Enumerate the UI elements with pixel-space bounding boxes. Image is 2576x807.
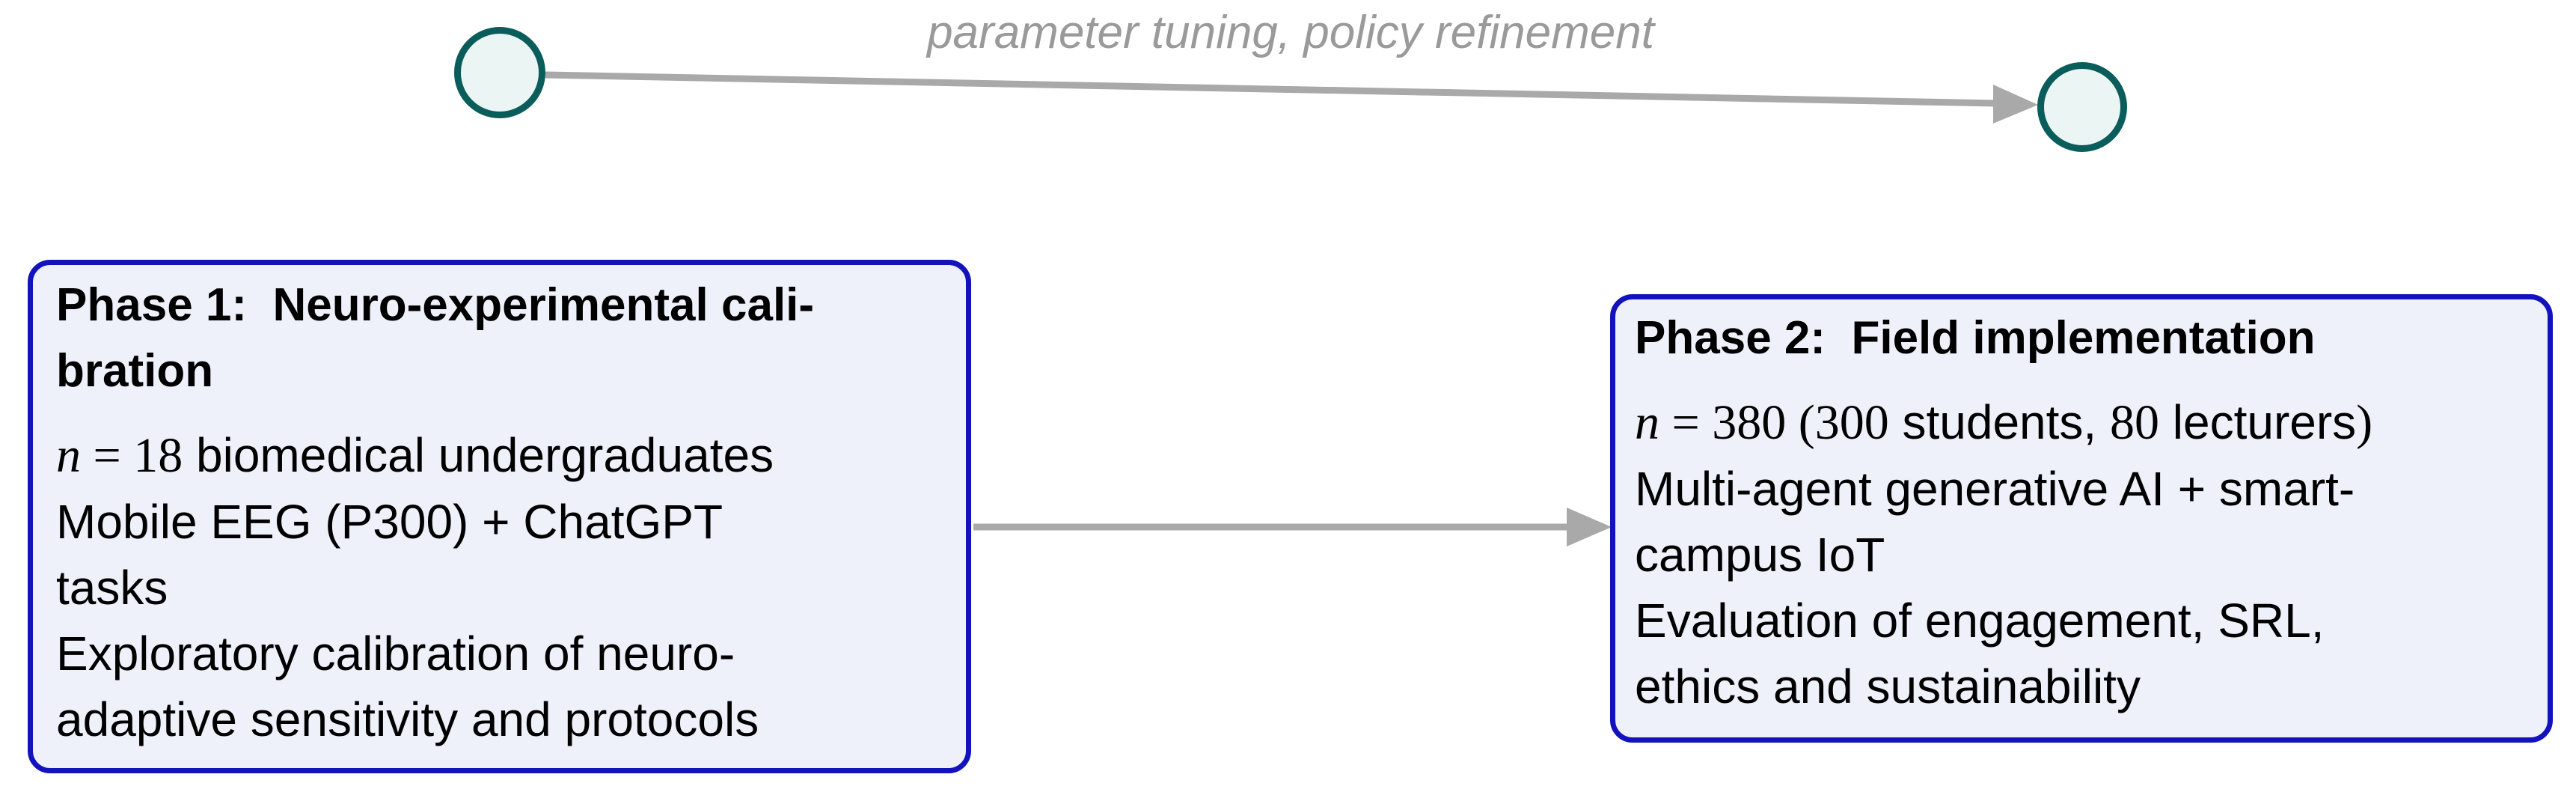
phase-arrowhead-icon xyxy=(1567,508,1612,546)
phase2-body-line5: ethics and sustainability xyxy=(1635,660,2141,713)
phase2-body-line4: Evaluation of engagement, SRL, xyxy=(1635,594,2325,648)
phase2-title-line1: Phase 2: Field implementation xyxy=(1635,312,2316,364)
phase1-body-line2: Mobile EEG (P300) + ChatGPT xyxy=(56,495,723,549)
phase1-title-line1: Phase 1: Neuro-experimental cali- xyxy=(56,279,815,331)
text-segment: = 380 (300 xyxy=(1659,395,1889,450)
feedback-arrowhead-icon xyxy=(1993,85,2038,124)
feedback-connector-line xyxy=(545,71,1997,107)
text-segment: = 18 xyxy=(81,428,183,483)
phase2-box: Phase 2: Field implementation n = 380 (3… xyxy=(1610,294,2553,743)
phase2-body-line1: n = 380 (300 students, 80 lecturers) xyxy=(1635,389,2534,456)
start-node-circle xyxy=(454,27,545,118)
phase1-body-line4: Exploratory calibration of neuro- xyxy=(56,627,735,680)
feedback-edge-label: parameter tuning, policy refinement xyxy=(927,7,1654,58)
text-segment: ) xyxy=(2356,395,2373,450)
phase2-body-line3: campus IoT xyxy=(1635,528,1885,582)
phase1-body-line1: n = 18 biomedical undergraduates xyxy=(56,422,952,489)
text-segment: students, xyxy=(1888,395,2110,449)
text-segment: n xyxy=(1635,395,1659,450)
phase1-box: Phase 1: Neuro-experimental cali- bratio… xyxy=(28,260,971,773)
text-segment: 80 xyxy=(2109,395,2159,450)
text-segment: lecturers xyxy=(2159,395,2357,449)
end-node-circle xyxy=(2037,62,2127,152)
phase1-title-line2: bration xyxy=(56,345,214,397)
phase1-body-line5: adaptive sensitivity and protocols xyxy=(56,692,759,746)
text-segment: n xyxy=(56,428,81,483)
text-segment: biomedical undergraduates xyxy=(183,428,774,482)
phase2-body-line2: Multi-agent generative AI + smart- xyxy=(1635,462,2355,516)
phase1-body-line3: tasks xyxy=(56,561,168,615)
